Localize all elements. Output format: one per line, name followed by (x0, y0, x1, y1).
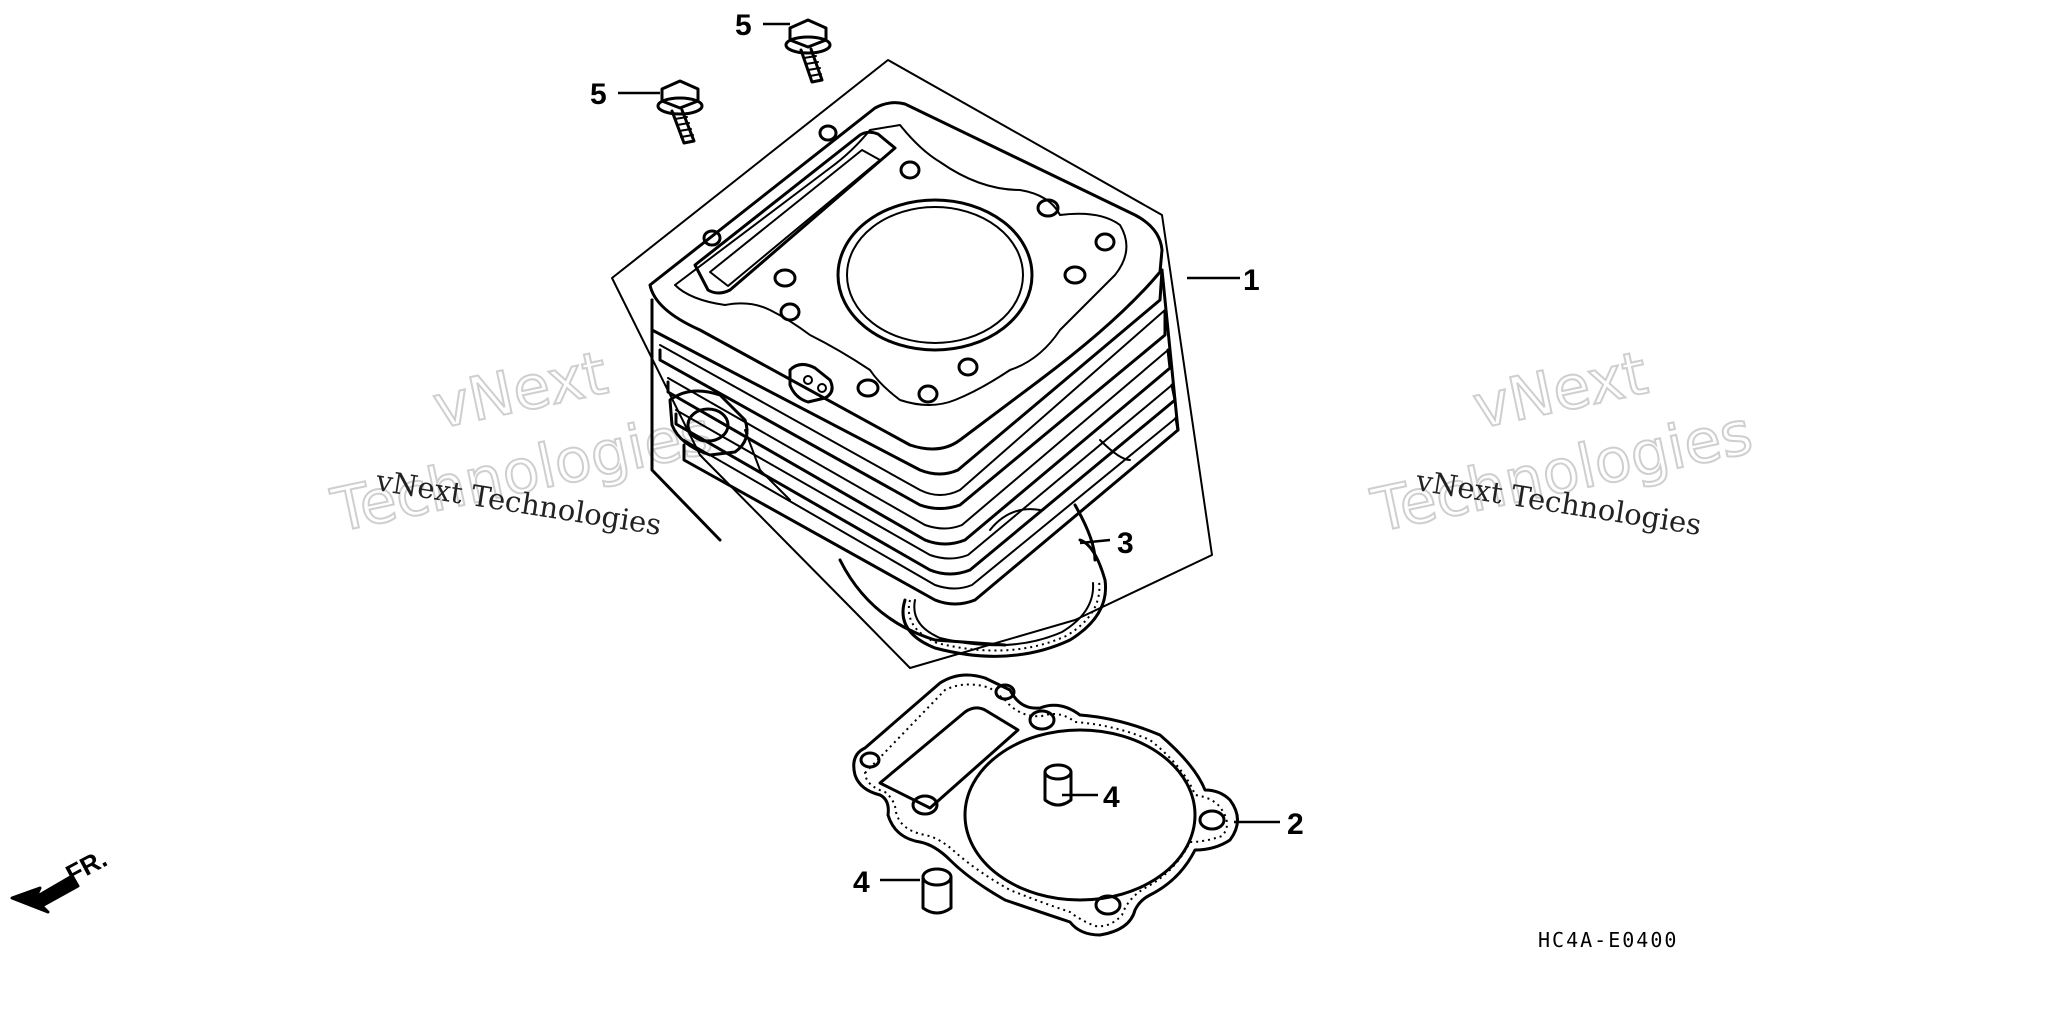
front-direction-marker: FR. (10, 843, 112, 914)
oil-passage-block (788, 363, 834, 404)
dowel-pin (921, 867, 953, 915)
cam-chain-opening (693, 130, 897, 295)
stud-hole (1036, 198, 1060, 218)
cylinder-top-deck (648, 101, 1164, 451)
callout-2: 2 (1287, 808, 1304, 841)
base-gasket-outer (852, 673, 1239, 937)
base-gasket-bore (963, 728, 1197, 902)
gasket-hole (1094, 894, 1122, 916)
front-arrow-icon (10, 874, 80, 914)
watermark-left: vNext Technologies vNext Technologies (325, 337, 720, 547)
stud-hole (1063, 265, 1087, 285)
gasket-hole (994, 683, 1016, 701)
cylinder-bore (836, 198, 1034, 352)
bolt (784, 18, 832, 84)
cam-chain-opening-inner (709, 149, 881, 287)
base-gasket-part (852, 673, 1239, 937)
side-port-hole (686, 407, 730, 443)
side-port (668, 389, 749, 457)
stud-hole (1094, 232, 1116, 252)
base-gasket-opening (878, 706, 1020, 810)
watermark-right: vNext Technologies vNext Technologies (1365, 337, 1760, 547)
callout-3: 3 (1117, 527, 1134, 560)
cylinder-group-outline (611, 59, 1213, 669)
cooling-fins (650, 268, 1180, 647)
gasket-hole (859, 751, 881, 769)
leader-lines (618, 22, 1280, 882)
stud-hole (899, 160, 921, 180)
gasket-hole (1028, 709, 1056, 731)
callout-4-lower: 4 (853, 866, 870, 899)
oil-passage-hole (803, 375, 813, 385)
stud-hole (773, 268, 797, 288)
stud-hole (917, 384, 939, 404)
callout-4-upper: 4 (1103, 781, 1120, 814)
stud-holes (702, 124, 1116, 404)
stud-hole (957, 357, 979, 377)
cylinder-part (611, 59, 1213, 669)
stud-hole (818, 124, 838, 142)
gasket-hole (911, 794, 939, 816)
callout-5-left: 5 (590, 78, 607, 111)
stud-hole (702, 229, 722, 247)
cylinder-bore-inner (846, 206, 1024, 344)
cylinder-deck-contour (674, 124, 1128, 406)
o-ring-part (901, 538, 1108, 658)
stud-hole (856, 378, 880, 398)
diagram-code: HC4A-E0400 (1538, 928, 1678, 952)
stud-hole (779, 302, 801, 322)
callout-1: 1 (1243, 264, 1260, 297)
gasket-hole (1198, 809, 1226, 831)
bolt (656, 79, 704, 145)
callout-5-top: 5 (735, 9, 752, 42)
oil-passage-hole (817, 383, 827, 393)
dowel-pin (1043, 763, 1073, 807)
